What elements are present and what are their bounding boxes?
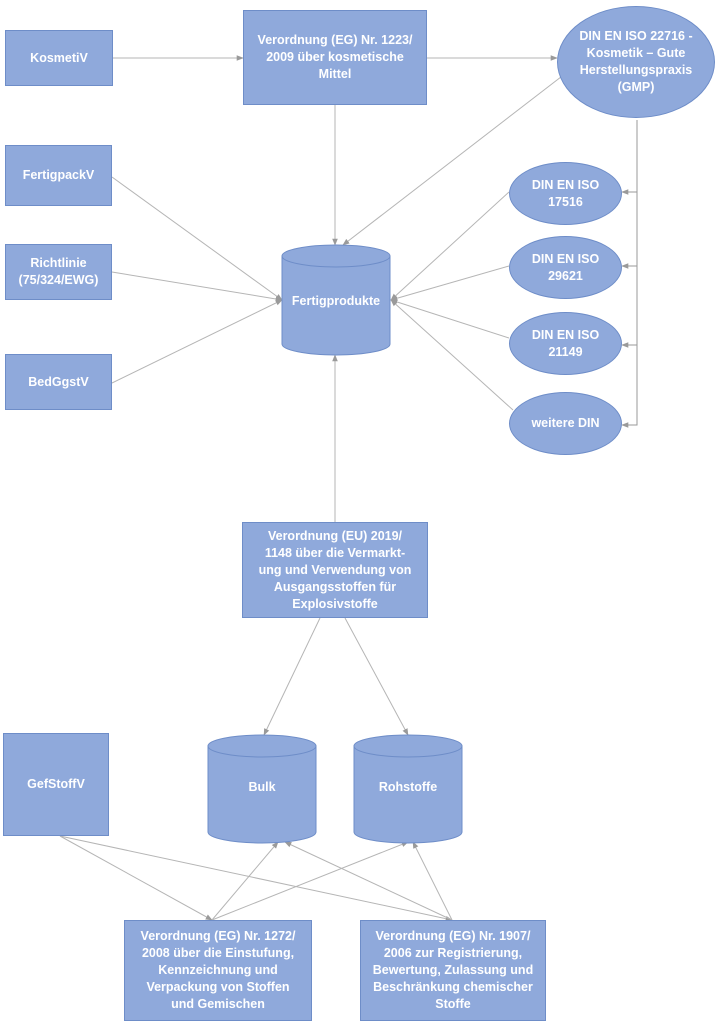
verordnung-1907-label: Verordnung (EG) Nr. 1907/ 2006 zur Regis… <box>372 929 534 1011</box>
edge-weiterdin-fertigprodukte <box>390 299 514 411</box>
kosmetiv-label: KosmetiV <box>30 50 88 65</box>
richtlinie-box: Richtlinie (75/324/EWG) <box>5 244 112 300</box>
edge-vo1272-bulk <box>211 841 279 921</box>
edge-bedggstv-fertigprodukte <box>111 299 283 384</box>
edge-din22716-fertigprodukte <box>342 69 571 246</box>
verordnung-1223-label: Verordnung (EG) Nr. 1223/ 2009 über kosm… <box>257 33 413 81</box>
edge-vo2019-bulk <box>263 617 321 736</box>
gefstoffv-box: GefStoffV <box>3 733 109 836</box>
rohstoffe-label: Rohstoffe <box>378 780 438 794</box>
edge-vo1907-rohstoffe <box>412 841 453 921</box>
edge-fertigpackv-fertigprodukte <box>111 176 283 301</box>
verordnung-2019-1148-label: Verordnung (EU) 2019/ 1148 über die Verm… <box>258 528 412 611</box>
edge-din21149-fertigprodukte <box>390 299 510 339</box>
edge-vo1907-bulk <box>284 841 453 921</box>
verordnung-2019-1148-box: Verordnung (EU) 2019/ 1148 über die Verm… <box>242 522 428 618</box>
edge-gefstoffv-vo1907 <box>59 835 453 922</box>
edge-din22716-bracket <box>622 120 638 426</box>
weitere-din-label: weitere DIN <box>531 416 600 430</box>
fertigpackv-box: FertigpackV <box>5 145 112 206</box>
din-22716-ellipse: DIN EN ISO 22716 - Kosmetik – Gute Herst… <box>557 6 715 118</box>
verordnung-1907-box: Verordnung (EG) Nr. 1907/ 2006 zur Regis… <box>360 920 546 1021</box>
bulk-cylinder: Bulk <box>207 734 317 844</box>
fertigpackv-label: FertigpackV <box>22 168 95 182</box>
din-17516-ellipse: DIN EN ISO 17516 <box>509 162 622 225</box>
din-21149-ellipse: DIN EN ISO 21149 <box>509 312 622 375</box>
bulk-label: Bulk <box>248 780 276 794</box>
edge-gefstoffv-vo1272 <box>59 835 213 921</box>
edge-vo2019-rohstoffe <box>344 617 409 736</box>
rohstoffe-cylinder: Rohstoffe <box>353 734 463 844</box>
edge-din17516-fertigprodukte <box>390 191 510 301</box>
din-29621-label: DIN EN ISO 29621 <box>531 251 600 283</box>
verordnung-1223-box: Verordnung (EG) Nr. 1223/ 2009 über kosm… <box>243 10 427 105</box>
edge-din29621-fertigprodukte <box>390 265 510 301</box>
verordnung-1272-label: Verordnung (EG) Nr. 1272/ 2008 über die … <box>140 929 296 1011</box>
bedggstv-box: BedGgstV <box>5 354 112 410</box>
gefstoffv-label: GefStoffV <box>27 777 85 791</box>
richtlinie-label: Richtlinie (75/324/EWG) <box>18 256 99 287</box>
kosmetiv-box: KosmetiV <box>5 30 113 86</box>
bedggstv-label: BedGgstV <box>28 374 89 389</box>
din-22716-label: DIN EN ISO 22716 - Kosmetik – Gute Herst… <box>579 29 693 94</box>
fertigprodukte-label: Fertigprodukte <box>291 294 381 308</box>
din-21149-label: DIN EN ISO 21149 <box>531 327 600 359</box>
fertigprodukte-cylinder: Fertigprodukte <box>281 244 391 356</box>
edge-vo1272-rohstoffe <box>211 841 409 921</box>
din-29621-ellipse: DIN EN ISO 29621 <box>509 236 622 299</box>
verordnung-1272-box: Verordnung (EG) Nr. 1272/ 2008 über die … <box>124 920 312 1021</box>
edge-richtlinie-fertigprodukte <box>111 271 283 302</box>
weitere-din-ellipse: weitere DIN <box>509 392 622 455</box>
din-17516-label: DIN EN ISO 17516 <box>531 177 600 209</box>
